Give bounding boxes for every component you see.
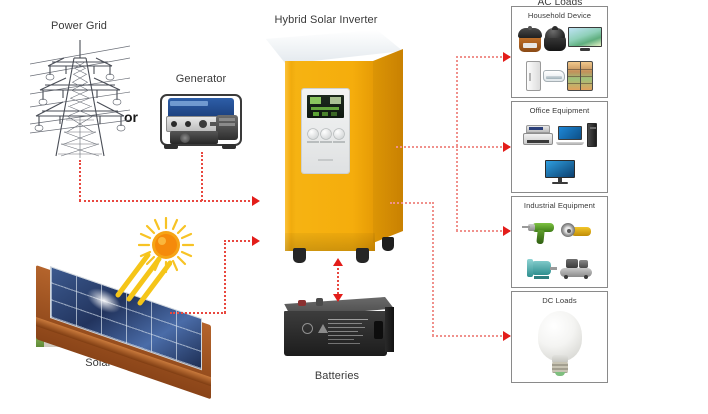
desktop-tower-icon (586, 123, 597, 147)
connector-trunk-upper (456, 56, 458, 146)
load-box-office[interactable]: Office Equipment (511, 101, 608, 193)
monitor-icon (544, 160, 575, 184)
load-box-dc-label: DC Loads (542, 296, 577, 305)
inverter-label: Hybrid Solar Inverter (274, 14, 378, 26)
electric-motor-icon (527, 258, 557, 279)
connector-trunk-lower (456, 146, 458, 231)
air-conditioner-icon (543, 69, 565, 82)
inverter-control-panel (302, 89, 349, 173)
connector-dc-output (390, 202, 434, 204)
or-label: or (124, 109, 138, 125)
battery-terminal-positive (298, 300, 306, 306)
sun-rays-icon (115, 252, 172, 306)
air-fryer-icon (543, 26, 566, 52)
arrow-inverter-to-battery (333, 294, 343, 302)
connector-ac-output-bus (396, 146, 510, 148)
inverter-button-2[interactable] (321, 129, 331, 139)
electric-drill-icon (522, 219, 558, 245)
load-box-office-label: Office Equipment (529, 106, 590, 115)
connector-dc-to-loads (432, 335, 510, 337)
inverter-caster-right (382, 237, 394, 251)
connector-solar-to-inverter (224, 240, 254, 242)
freezer-icon (526, 60, 541, 91)
inverter-lcd-display (307, 95, 344, 118)
battery-handle (374, 321, 383, 339)
air-compressor-icon (560, 258, 592, 279)
connector-solar-vertical (224, 240, 226, 313)
inverter-caster-mid (356, 248, 369, 263)
battery-icon (282, 297, 394, 359)
connector-inverter-battery (337, 264, 339, 298)
arrow-to-dc-loads (503, 331, 511, 341)
arrow-battery-to-inverter (333, 258, 343, 266)
arrow-to-office-loads (503, 142, 511, 152)
battery-terminal-negative (316, 298, 323, 306)
arrow-to-household-loads (503, 52, 511, 62)
arrow-ac-input-to-inverter (252, 196, 260, 206)
power-grid-label: Power Grid (50, 20, 108, 32)
power-grid-tower-icon (30, 40, 130, 158)
refrigerator-icon (567, 60, 593, 91)
connector-grid-vertical (79, 160, 81, 201)
load-box-dc[interactable]: DC Loads (511, 291, 608, 383)
rice-cooker-icon (517, 26, 542, 53)
television-icon (567, 27, 602, 52)
batteries-label: Batteries (314, 370, 360, 382)
recycle-icon (302, 323, 313, 334)
arrow-to-industrial-loads (503, 226, 511, 236)
inverter-caster-left (293, 248, 306, 263)
generator-icon (160, 90, 242, 152)
solar-panels-icon (36, 217, 211, 400)
load-box-household-label: Household Device (527, 11, 592, 20)
connector-to-household (456, 56, 510, 58)
warning-icon (318, 324, 328, 333)
battery-label (328, 319, 368, 345)
angle-grinder-icon (561, 222, 591, 241)
sun-icon (138, 217, 194, 273)
connector-solar-horizontal (170, 312, 226, 314)
load-box-industrial[interactable]: Industrial Equipment (511, 196, 608, 288)
connector-dc-vertical (432, 202, 434, 336)
inverter-button-1[interactable] (308, 129, 318, 139)
ac-loads-group-label: AC Loads (537, 0, 583, 8)
inverter-button-3[interactable] (334, 129, 344, 139)
connector-grid-to-inverter (79, 200, 254, 202)
generator-label: Generator (175, 73, 227, 85)
load-box-household[interactable]: Household Device (511, 6, 608, 98)
hybrid-solar-inverter-icon (260, 30, 403, 263)
connector-generator-vertical (201, 152, 203, 201)
printer-icon (522, 125, 553, 145)
connector-to-industrial (456, 230, 510, 232)
led-bulb-icon (537, 310, 582, 377)
load-box-industrial-label: Industrial Equipment (523, 201, 596, 210)
arrow-solar-to-inverter (252, 236, 260, 246)
laptop-icon (555, 125, 584, 145)
